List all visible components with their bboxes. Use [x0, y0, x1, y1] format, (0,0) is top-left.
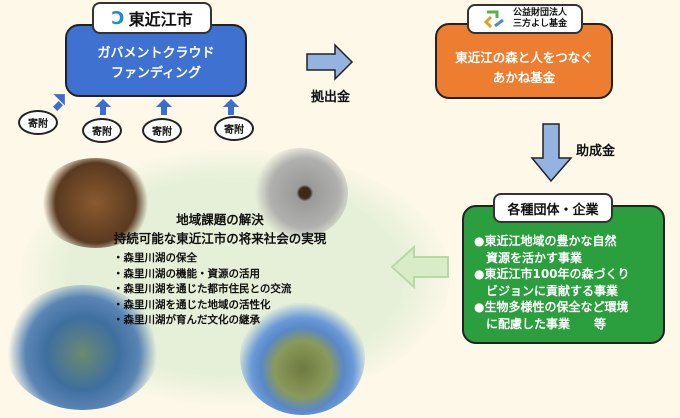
goals-title: 地域課題の解決	[176, 212, 264, 227]
box-line: あかね基金	[492, 70, 556, 85]
bird-photo	[252, 148, 348, 238]
goal-item: ・森里川湖の機能・資源の活用	[113, 267, 260, 280]
organizations-label: 各種団体・企業	[493, 193, 613, 223]
donation-badge: 寄附	[214, 116, 254, 141]
org-item: ●生物多様性の保全など環境	[474, 300, 629, 314]
box-line: ガバメントクラウド	[97, 46, 215, 61]
org-item: ビジョンに貢献する事業	[474, 283, 619, 298]
foundation-type: 公益財団法人	[512, 8, 567, 18]
city-name: 東近江市	[128, 10, 193, 29]
donation-badge: 寄附	[18, 110, 58, 135]
goal-item: ・森里川湖の保全	[113, 252, 197, 264]
box-line: 東近江の森と人をつなぐ	[455, 50, 593, 65]
lake-aerial-photo	[5, 285, 160, 410]
contribution-label: 拠出金	[311, 90, 351, 105]
goal-item: ・森里川湖を通じた地域の活性化	[113, 298, 271, 311]
box-line: ファンディング	[110, 66, 202, 81]
donation-arrow	[223, 99, 239, 107]
donation-arrow-stem	[161, 107, 167, 115]
donation-arrow-stem	[228, 107, 234, 115]
government-crowdfunding-box: ガバメントクラウド ファンディング	[65, 24, 247, 97]
city-logo-label: Ɔ 東近江市	[92, 2, 212, 34]
city-logo-icon: Ɔ	[111, 7, 125, 29]
goals-list: ・森里川湖の保全 ・森里川湖の機能・資源の活用 ・森里川湖を通じた都市住民との交…	[113, 251, 291, 329]
org-item: ●東近江地域の豊かな自然	[474, 234, 617, 248]
sanpoyoshi-logo-icon	[483, 10, 504, 29]
organizations-box: ●東近江地域の豊かな自然 資源を活かす事業 ●東近江市100年の森づくり ビジョ…	[462, 205, 665, 344]
right-arrow-icon	[306, 43, 354, 81]
org-item: 資源を活かす事業	[474, 250, 583, 265]
donation-arrow-stem	[100, 107, 106, 115]
left-arrow-icon	[390, 245, 449, 289]
goal-item: ・森里川湖を通じた都市住民との交流	[113, 283, 292, 295]
grant-label: 助成金	[576, 144, 616, 159]
woodworking-photo	[38, 158, 153, 248]
foundation-name: 三方よし基金	[512, 19, 567, 29]
donation-arrow	[156, 99, 172, 107]
down-arrow-icon	[530, 123, 573, 183]
landscape-photo	[240, 300, 365, 415]
org-item: ●東近江市100年の森づくり	[474, 267, 630, 281]
donation-arrow	[95, 99, 111, 107]
donation-badge: 寄附	[142, 118, 182, 143]
org-item: に配慮した事業 等	[474, 316, 607, 331]
akane-fund-box: 東近江の森と人をつなぐ あかね基金	[435, 23, 613, 99]
goals-subtitle: 持続可能な東近江市の将来社会の実現	[113, 231, 327, 246]
donation-badge: 寄附	[82, 118, 122, 143]
foundation-logo-label: 公益財団法人 三方よし基金	[467, 4, 583, 34]
goal-item: ・森里川湖が育んだ文化の継承	[113, 314, 260, 326]
